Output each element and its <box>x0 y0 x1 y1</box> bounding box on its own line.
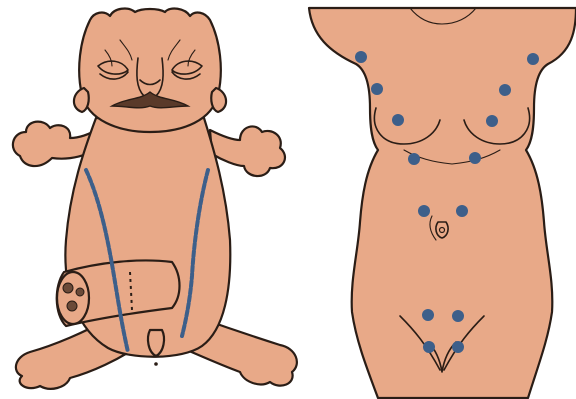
pig-right-front-leg <box>210 126 285 176</box>
human-nipple-axilla-left <box>355 51 367 63</box>
human-nipple-abdomen-right <box>456 205 468 217</box>
pig-umbilical-cut-end <box>57 272 89 324</box>
pig-left-ear <box>74 88 89 112</box>
human-torso <box>309 8 576 398</box>
human-nipple-vulva-left <box>423 341 435 353</box>
human-nipple-abdomen-left <box>418 205 430 217</box>
human-nipple-axilla-right <box>527 53 539 65</box>
left-panel-pig <box>13 9 297 389</box>
pig-head <box>79 9 221 132</box>
human-nipple-vulva-right <box>452 341 464 353</box>
human-nipple-inguinal-right <box>452 310 464 322</box>
human-nipple-inguinal-left <box>422 309 434 321</box>
human-nipple-lower-left <box>408 153 420 165</box>
pig-genital <box>148 330 164 356</box>
human-nipple-upper-right <box>499 84 511 96</box>
human-nipple-breast-left <box>392 114 404 126</box>
pig-umbilical-vessel-3 <box>67 301 77 311</box>
pig-right-ear <box>211 88 226 112</box>
human-nipple-upper-left <box>371 83 383 95</box>
pig-umbilical-vessel-2 <box>76 288 84 296</box>
pig-umbilical-vessel-1 <box>63 283 73 293</box>
human-nipple-lower-right <box>469 152 481 164</box>
right-panel-human <box>309 8 576 398</box>
pig-anus-dot <box>154 362 158 366</box>
human-nipple-breast-right <box>486 115 498 127</box>
